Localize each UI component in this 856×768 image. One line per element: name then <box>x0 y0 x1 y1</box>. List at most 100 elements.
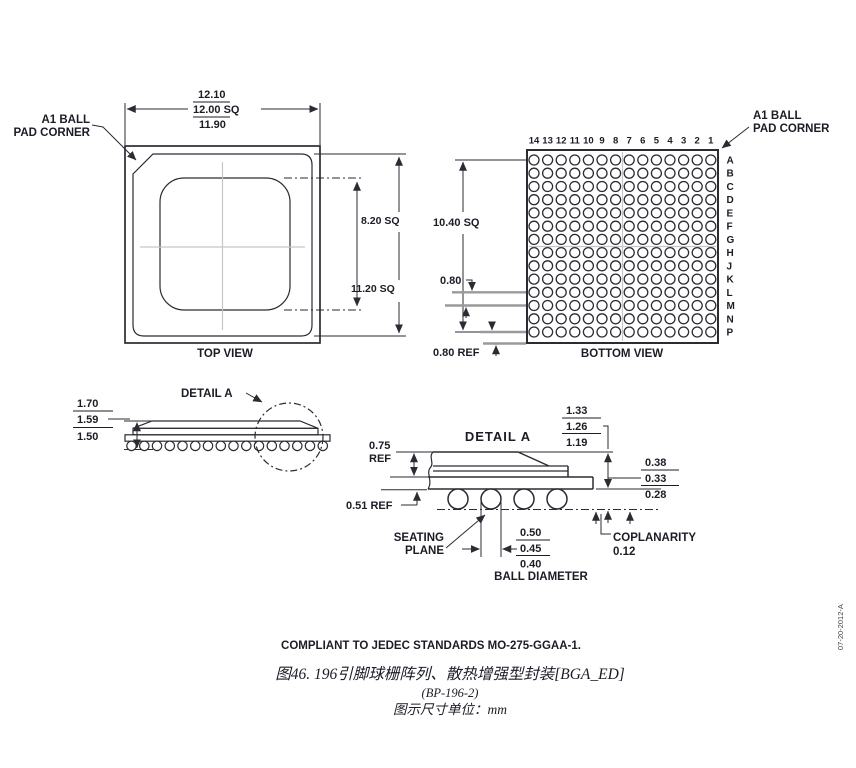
column-label: 8 <box>613 136 618 147</box>
ball-pad <box>541 194 554 206</box>
ball-pad <box>541 260 554 272</box>
ball-pad <box>541 207 554 219</box>
ball-pad <box>582 260 595 272</box>
dim-standoff-nom: 0.33 <box>645 473 666 485</box>
detail-a: DETAIL A 0.75 REF 0.51 REF 1.33 1.26 1.1… <box>346 405 696 583</box>
substrate-profile <box>124 434 331 442</box>
die-layer-profile <box>132 427 319 436</box>
ball-pad <box>664 246 676 259</box>
ball-pad <box>691 167 703 179</box>
ball-pad <box>637 326 649 338</box>
ball-pad <box>582 273 595 285</box>
ball-pad <box>596 273 608 285</box>
ball-pad <box>705 167 717 179</box>
ball-pad <box>569 180 581 193</box>
leader-line <box>600 514 611 535</box>
detail-a-callout-label: DETAIL A <box>181 388 233 400</box>
ball-pad <box>677 273 690 285</box>
solder-ball <box>215 440 227 452</box>
ball-pad <box>650 313 663 325</box>
row-label: D <box>727 195 734 206</box>
ball-pad <box>677 154 690 166</box>
ball-pad <box>555 246 567 259</box>
row-label: K <box>727 275 735 286</box>
row-label: P <box>727 328 734 339</box>
ball-pad <box>596 167 608 179</box>
ball-pad <box>569 154 581 166</box>
solder-ball <box>202 440 214 452</box>
lid-slope <box>517 451 550 467</box>
ball-pad <box>623 260 635 272</box>
ball-pad <box>555 220 567 232</box>
column-label: 9 <box>599 136 604 147</box>
row-label: H <box>727 248 734 259</box>
ball-pad <box>691 233 703 246</box>
ball-pad <box>623 326 635 338</box>
ball-pad <box>691 326 703 338</box>
ball-pad <box>677 286 690 298</box>
ball-pad <box>623 286 635 298</box>
ball-pad <box>582 207 595 219</box>
ball-pad <box>677 220 690 232</box>
row-label: M <box>727 301 735 312</box>
dim-outer-nom: 12.00 SQ <box>193 104 240 116</box>
ball-pad <box>541 326 554 338</box>
lid-profile <box>132 420 319 429</box>
ball-pad <box>650 233 663 246</box>
ball-pad <box>541 246 554 259</box>
ball-pad <box>650 260 663 272</box>
ball-pad <box>650 194 663 206</box>
ball-pad <box>528 167 540 179</box>
ball-pad <box>691 273 703 285</box>
ball-pad <box>664 167 676 179</box>
ball-pad <box>555 299 567 312</box>
dim-pitch: 0.80 <box>440 275 461 287</box>
ball-pad <box>609 246 622 259</box>
ball-pad <box>569 194 581 206</box>
column-label: 14 <box>529 136 540 147</box>
ball-pad <box>705 233 717 246</box>
ball-pad <box>623 299 635 312</box>
ball-pad <box>582 246 595 259</box>
ball-pad <box>569 273 581 285</box>
dim-edge: 0.80 REF <box>433 347 480 359</box>
row-label: C <box>727 182 734 193</box>
ball-pad <box>637 220 649 232</box>
ball-pad <box>528 273 540 285</box>
ball-pad <box>705 194 717 206</box>
solder-ball <box>513 488 535 510</box>
solder-ball <box>304 440 316 452</box>
column-label: 5 <box>654 136 660 147</box>
ball-pad <box>677 207 690 219</box>
ball-pad <box>650 286 663 298</box>
dim-ball-max: 0.50 <box>520 527 541 539</box>
ball-pad <box>623 167 635 179</box>
ball-pad <box>677 167 690 179</box>
ball-pad <box>705 273 717 285</box>
ball-pad <box>664 207 676 219</box>
ball-pad <box>569 313 581 325</box>
ball-pad <box>596 260 608 272</box>
solder-balls <box>447 488 568 510</box>
ball-pad <box>623 194 635 206</box>
solder-ball <box>279 440 290 452</box>
ball-pad <box>596 326 608 338</box>
ball-pad <box>541 233 554 246</box>
column-label: 11 <box>570 136 581 147</box>
solder-ball <box>480 488 502 510</box>
ball-pad <box>569 299 581 312</box>
ball-pad <box>555 154 567 166</box>
leader-arrow <box>445 514 486 549</box>
top-view: 12.10 12.00 SQ 11.90 A1 BALL PAD CORNER … <box>14 89 406 360</box>
ball-pad <box>705 326 717 338</box>
ball-pad <box>677 194 690 206</box>
ball-pad <box>541 313 554 325</box>
ball-pad <box>637 273 649 285</box>
column-label: 4 <box>667 136 673 147</box>
dim-height-max: 1.70 <box>77 398 98 410</box>
break-line <box>427 451 434 490</box>
ball-pad <box>623 220 635 232</box>
column-label: 6 <box>640 136 645 147</box>
ball-pad <box>691 299 703 312</box>
